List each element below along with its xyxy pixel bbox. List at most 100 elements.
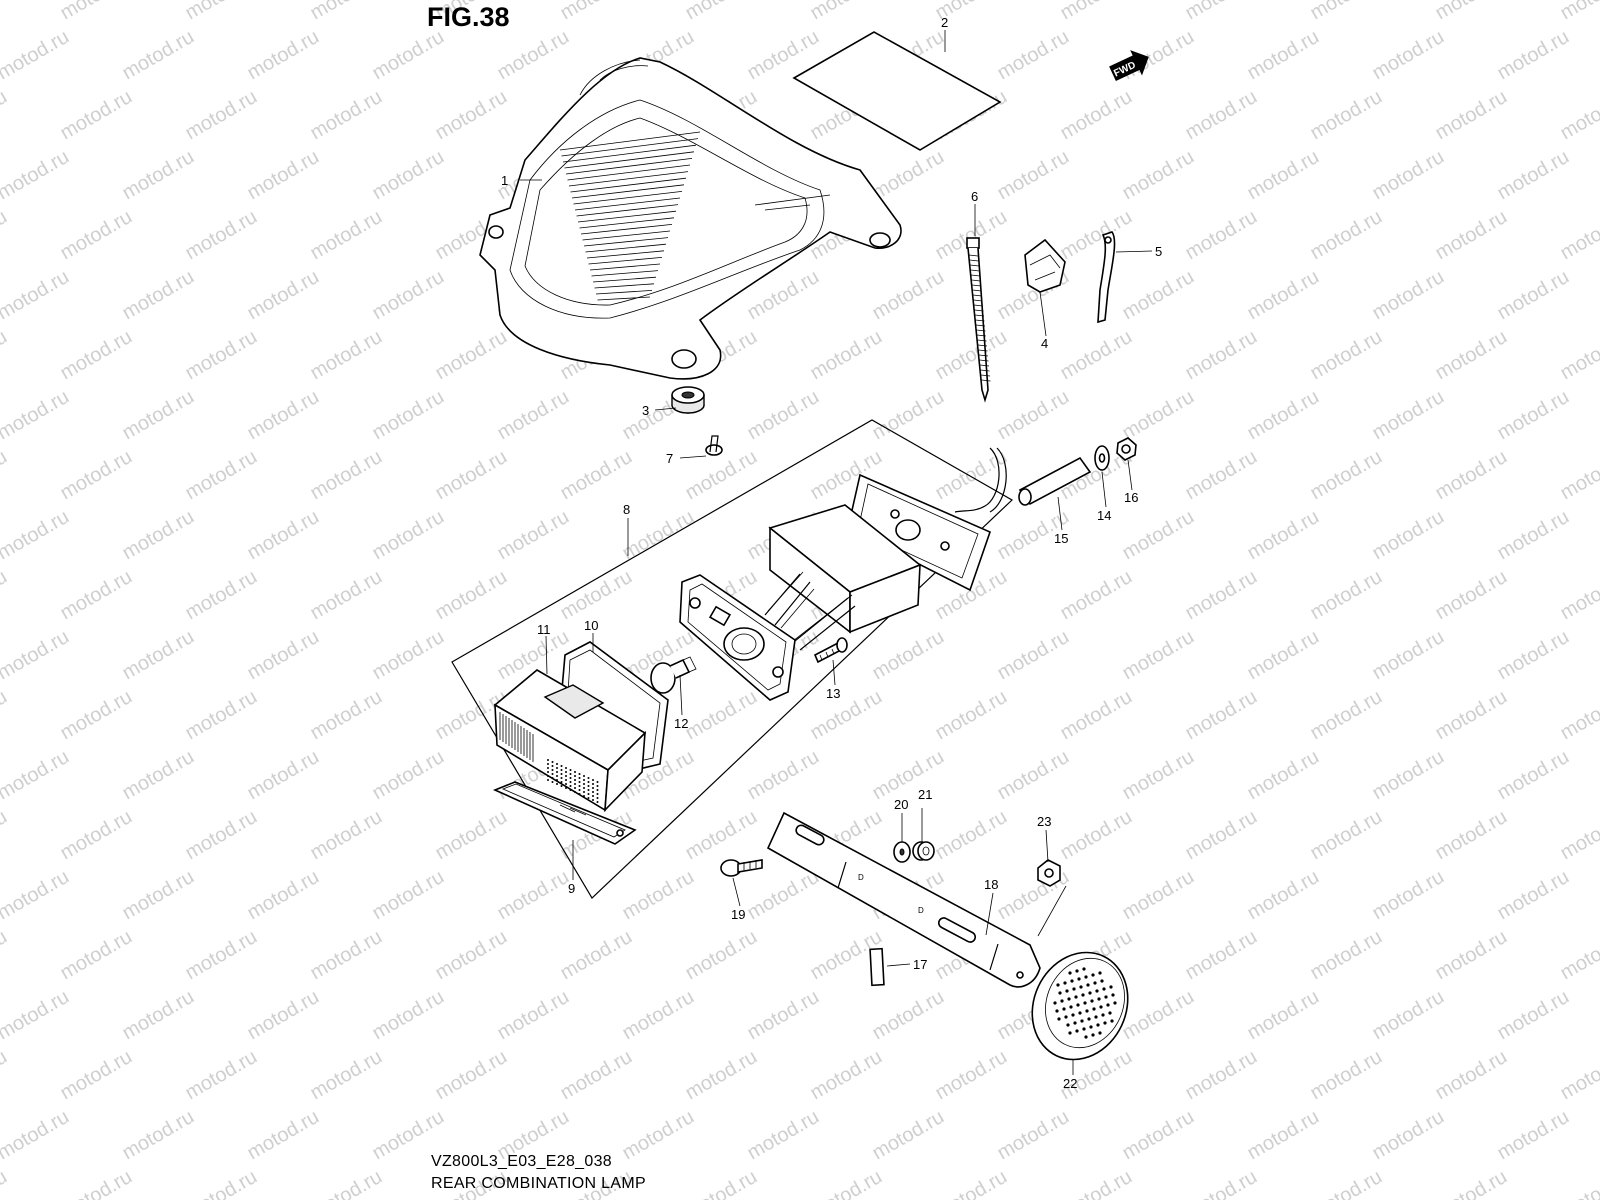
reflector-dot xyxy=(1084,975,1088,979)
watermark-text: motod.ru xyxy=(1494,746,1573,805)
reflector-dot xyxy=(556,763,558,765)
reflector-dot xyxy=(1094,1015,1098,1019)
reflector-dot xyxy=(574,779,576,781)
watermark-text: motod.ru xyxy=(432,806,511,865)
reflector-dot xyxy=(556,779,558,781)
reflector-dot xyxy=(565,779,567,781)
watermark-text: motod.ru xyxy=(1307,206,1386,265)
reflector-dot xyxy=(1060,999,1064,1003)
reflector-dot xyxy=(1084,1035,1088,1039)
reflector-dot xyxy=(1068,1031,1072,1035)
watermark-text: motod.ru xyxy=(244,386,323,445)
reflector-dot xyxy=(1056,983,1060,987)
watermark-text: motod.ru xyxy=(182,1046,261,1105)
watermark-text: motod.ru xyxy=(1432,206,1511,265)
reflector-dot xyxy=(596,797,599,799)
watermark-text: motod.ru xyxy=(1557,1166,1600,1200)
watermark-text: motod.ru xyxy=(1057,86,1136,145)
hatch-line xyxy=(562,144,697,163)
reflector-dot xyxy=(1099,1005,1103,1009)
reflector-dot xyxy=(578,785,581,787)
watermark-text: motod.ru xyxy=(0,0,11,24)
watermark-text: motod.ru xyxy=(119,746,198,805)
hatch-line xyxy=(564,151,695,169)
reflector-dot xyxy=(1078,1011,1082,1015)
callout-7: 7 xyxy=(666,451,673,466)
watermark-text: motod.ru xyxy=(1244,386,1323,445)
watermark-text: motod.ru xyxy=(1369,146,1448,205)
watermark-text: motod.ru xyxy=(1557,206,1600,265)
reflector-dot xyxy=(574,787,576,789)
reflector-dot xyxy=(1091,973,1095,977)
hatch-line xyxy=(561,138,699,157)
hatch-line xyxy=(579,217,675,229)
hatch-line xyxy=(576,204,679,217)
reflector-dot xyxy=(1082,1027,1086,1031)
watermark-text: motod.ru xyxy=(1182,686,1261,745)
reflector-dot xyxy=(1111,993,1115,997)
reflector-dot xyxy=(1110,1019,1114,1023)
watermark-text: motod.ru xyxy=(369,266,448,325)
watermark-text: motod.ru xyxy=(432,86,511,145)
lamp-cable xyxy=(954,447,1000,513)
reflector-dot xyxy=(587,789,590,791)
hatch-line xyxy=(586,250,665,259)
watermark-text: motod.ru xyxy=(57,926,136,985)
reflector-dot xyxy=(551,769,554,771)
reflector-dot xyxy=(547,771,549,773)
reflector-dot xyxy=(1057,1017,1061,1021)
lens-reflector-dots xyxy=(547,759,599,803)
callout-12: 12 xyxy=(674,716,688,731)
watermark-text: motod.ru xyxy=(0,146,73,205)
watermark-text: motod.ru xyxy=(119,866,198,925)
reflector-dot-pattern xyxy=(1053,967,1117,1039)
watermark-text: motod.ru xyxy=(869,266,948,325)
reflector-dot xyxy=(1079,985,1083,989)
watermark-text: motod.ru xyxy=(0,326,11,385)
reflector-dot xyxy=(1092,1007,1096,1011)
figure-title: FIG.38 xyxy=(427,2,510,32)
watermark-text: motod.ru xyxy=(1244,986,1323,1045)
reflector-dot xyxy=(587,777,590,779)
watermark-text: motod.ru xyxy=(307,206,386,265)
watermark-text: motod.ru xyxy=(57,1166,136,1200)
watermark-text: motod.ru xyxy=(494,986,573,1045)
callout-9: 9 xyxy=(568,881,575,896)
watermark-text: motod.ru xyxy=(994,386,1073,445)
callout-21: 21 xyxy=(918,787,932,802)
reflector-dot xyxy=(569,777,572,779)
watermark-text: motod.ru xyxy=(1119,626,1198,685)
callout-4: 4 xyxy=(1041,336,1048,351)
watermark-text: motod.ru xyxy=(182,86,261,145)
nut-23 xyxy=(1037,859,1061,887)
reflector-dot xyxy=(1074,995,1078,999)
reflector-dot xyxy=(592,779,594,781)
reflector-dot xyxy=(583,787,585,789)
callout-5: 5 xyxy=(1155,244,1162,259)
watermark-text: motod.ru xyxy=(1557,0,1600,24)
watermark-text: motod.ru xyxy=(1119,986,1198,1045)
reflector-dot xyxy=(1075,969,1079,973)
watermark-text: motod.ru xyxy=(0,626,73,685)
watermark-text: motod.ru xyxy=(0,806,11,865)
watermark-text: motod.ru xyxy=(1307,446,1386,505)
reflector-dot xyxy=(1086,983,1090,987)
reflector-dot xyxy=(1098,971,1102,975)
hatch-line xyxy=(580,224,673,235)
cable-tie xyxy=(966,237,991,403)
watermark-text: motod.ru xyxy=(307,1166,386,1200)
reflector-dot xyxy=(592,799,594,801)
reflector-dot xyxy=(547,767,549,769)
spacer-tube xyxy=(1018,456,1092,506)
watermark-text: motod.ru xyxy=(1057,0,1136,24)
reflector-dot xyxy=(565,787,567,789)
watermark-text: motod.ru xyxy=(1369,26,1448,85)
reflector-dot xyxy=(1100,979,1104,983)
watermark-text: motod.ru xyxy=(432,566,511,625)
watermark-text: motod.ru xyxy=(494,386,573,445)
watermark-text: motod.ru xyxy=(0,866,73,925)
watermark-text: motod.ru xyxy=(682,1166,761,1200)
callout-22: 22 xyxy=(1063,1076,1077,1091)
watermark-text: motod.ru xyxy=(619,1106,698,1165)
watermark-text: motod.ru xyxy=(307,326,386,385)
